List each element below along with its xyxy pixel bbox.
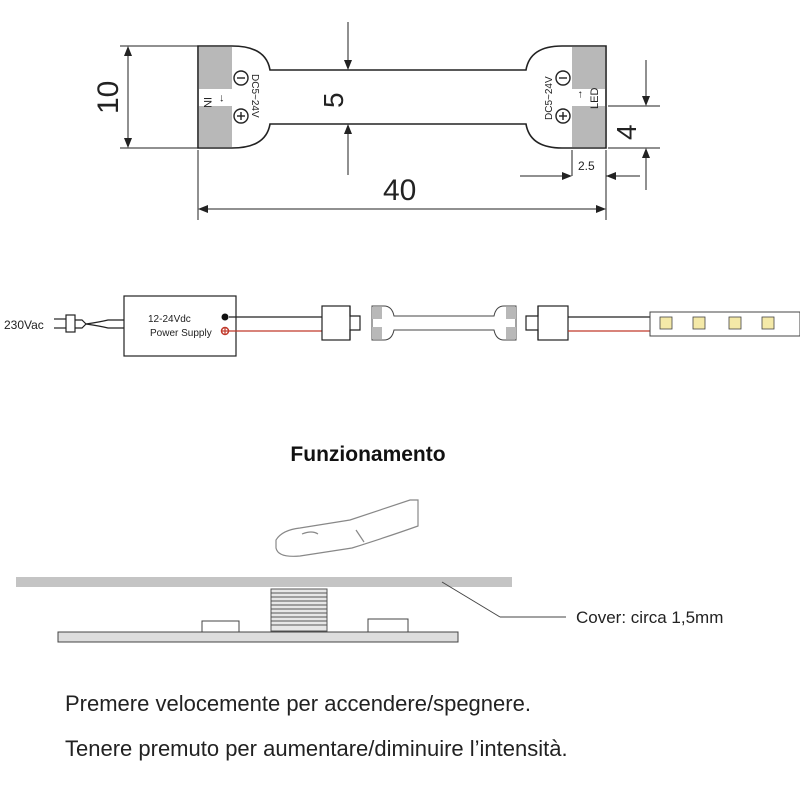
right-led-label: LED [589,88,601,109]
finger-icon [275,499,419,557]
psu-name-label: Power Supply [150,328,212,339]
instruction-line-1: Premere velocemente per accendere/spegne… [65,691,531,716]
spring-icon [270,588,328,632]
minus-icon [233,70,571,86]
operation-title: Funzionamento [290,443,446,466]
cover-plate [16,577,512,587]
right-pad-top [572,47,605,89]
left-pad-bottom [199,106,232,147]
height-dimension-label: 10 [92,81,125,114]
connector-plug-left [321,305,361,341]
module-outline [197,45,607,149]
right-voltage-label: DC5~24V [544,76,555,120]
dimension-lines [120,22,660,220]
left-arrow-label: → [217,93,229,104]
left-pad-top [199,47,232,89]
board-component-right [367,618,409,633]
pad-gap-label: 2.5 [578,159,595,173]
right-arrow-label: → [573,89,585,100]
center-dimension-label: 5 [318,92,349,108]
mains-label: 230Vac [4,318,44,332]
right-pad-bottom [572,106,605,147]
plug-icon [54,314,124,333]
cover-label: Cover: circa 1,5mm [576,608,723,627]
cover-leader-line [441,581,501,618]
pcb-board [57,631,459,643]
instruction-line-2: Tenere premuto per aumentare/diminuire l… [65,736,568,761]
left-in-label: IN [201,97,213,108]
connector-plug-right [525,305,569,341]
dimension-arrowheads [124,46,650,213]
plus-icon [233,108,571,124]
touch-module-small [371,305,517,341]
power-supply-box [123,295,237,357]
left-voltage-label: DC5~24V [249,74,260,118]
board-component-left [201,620,240,633]
pad-dimension-label: 4 [611,124,642,140]
width-dimension-label: 40 [383,174,416,207]
led-strip [649,311,800,337]
psu-voltage-label: 12-24Vdc [148,314,191,325]
psu-negative-terminal [221,313,229,321]
